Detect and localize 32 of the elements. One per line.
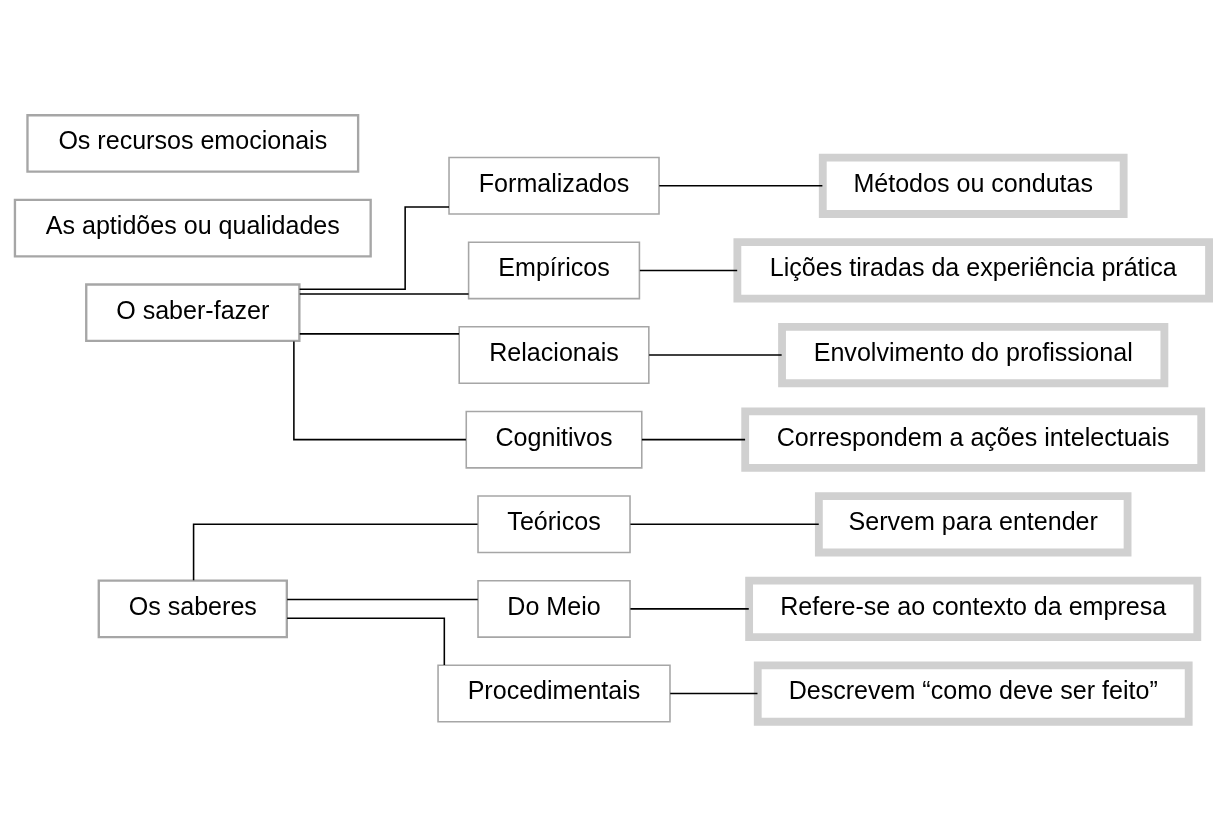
node-box: Servem para entender	[814, 491, 1132, 556]
node-box: Métodos ou condutas	[818, 153, 1128, 218]
node-box: Os recursos emocionais	[26, 113, 360, 173]
connector	[629, 607, 750, 610]
node-box: Refere-se ao contexto da empresa	[745, 576, 1202, 641]
connector	[286, 617, 446, 666]
connector	[298, 332, 460, 335]
connector	[629, 523, 820, 525]
connector	[298, 292, 470, 295]
node-box: Cognitivos	[465, 410, 643, 469]
node-box: Procedimentais	[437, 664, 671, 722]
connector	[298, 205, 450, 290]
node-box: Teóricos	[477, 494, 631, 553]
node-box: Empíricos	[467, 240, 641, 299]
node-box: As aptidões ou qualidades	[13, 198, 372, 257]
node-box: Correspondem a ações intelectuais	[741, 407, 1206, 472]
node-box: Envolvimento do profissional	[778, 322, 1169, 387]
connector	[286, 598, 479, 600]
node-box: Relacionais	[458, 325, 650, 384]
connector	[669, 692, 759, 694]
node-box: Lições tiradas da experiência prática	[733, 237, 1213, 303]
node-box: O saber-fazer	[85, 282, 301, 342]
node-box: Os saberes	[97, 579, 288, 638]
connector	[641, 438, 746, 440]
connector	[192, 523, 479, 581]
connector	[639, 269, 738, 271]
connector	[648, 353, 783, 356]
node-box: Descrevem “como deve ser feito”	[753, 660, 1193, 726]
node-box: Do Meio	[477, 579, 631, 638]
node-box: Formalizados	[448, 156, 660, 215]
connector	[293, 340, 467, 440]
connector	[658, 184, 824, 187]
